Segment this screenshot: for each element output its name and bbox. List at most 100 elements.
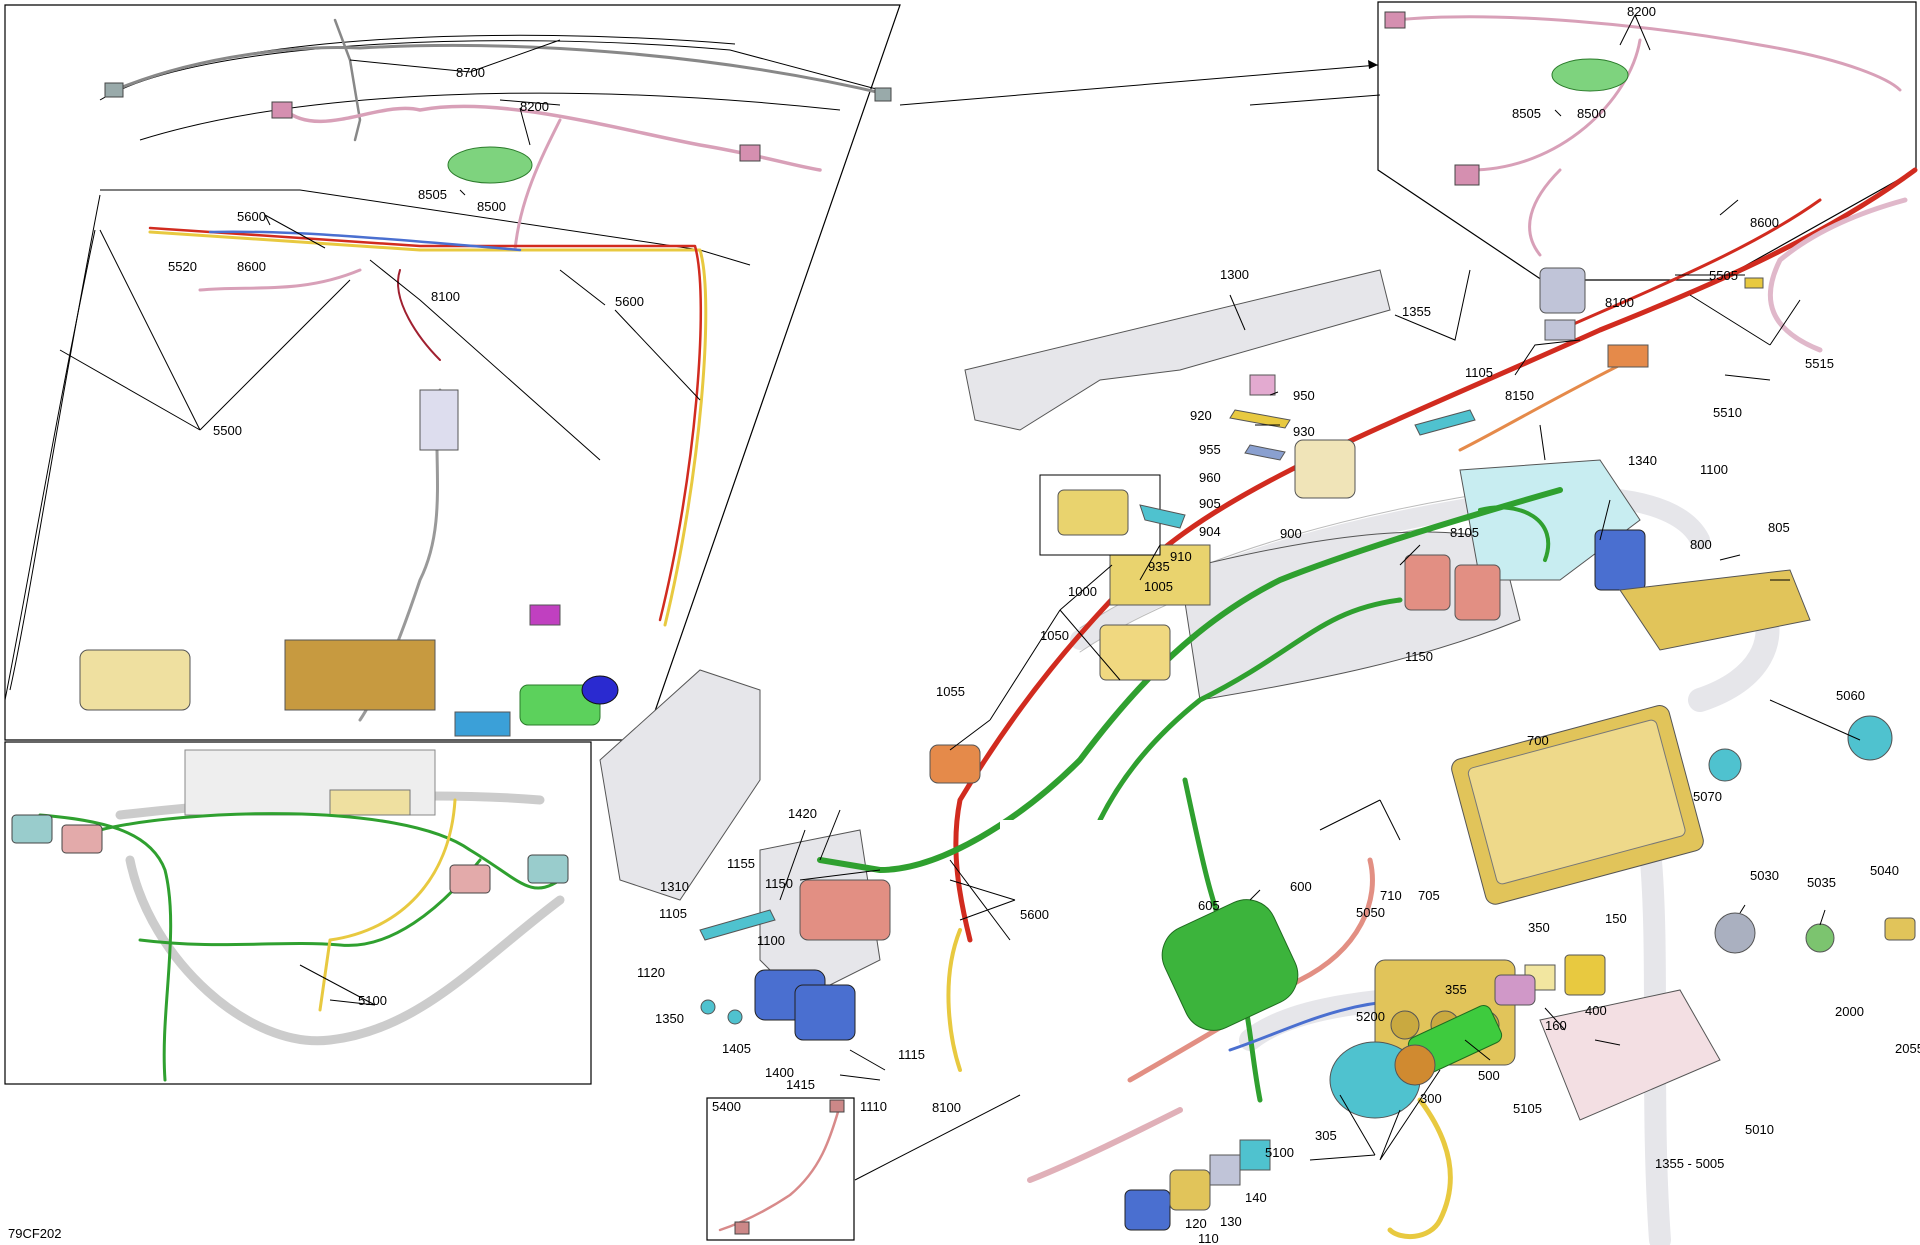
switch-350 (1494, 974, 1536, 1006)
callout-910: 910 (1170, 549, 1192, 564)
module-1055 (929, 744, 981, 784)
callout-900: 900 (1280, 526, 1302, 541)
connector (271, 101, 293, 119)
callout-710: 710 (1380, 888, 1402, 903)
module-green (519, 684, 601, 726)
callout-1310: 1310 (660, 879, 689, 894)
callout-1350: 1350 (655, 1011, 684, 1026)
callout-5040: 5040 (1870, 863, 1899, 878)
bracket-1105a (1414, 409, 1476, 436)
switch-5505 (1744, 277, 1764, 289)
callout-960: 960 (1199, 470, 1221, 485)
callout-1415: 1415 (786, 1077, 815, 1092)
callout-1105: 1105 (659, 906, 687, 921)
callout-705: 705 (1418, 888, 1440, 903)
dome-lamp-part (447, 146, 533, 184)
callout-8100: 8100 (431, 289, 460, 304)
callout-8500: 8500 (1577, 106, 1606, 121)
switch-130 (1209, 1154, 1241, 1186)
callout-110: 110 (1198, 1231, 1219, 1245)
callout-5520: 5520 (168, 259, 197, 274)
callout-5070: 5070 (1693, 789, 1722, 804)
callout-8505: 8505 (1512, 106, 1541, 121)
bracket-920 (1229, 409, 1291, 429)
callout-1340: 1340 (1628, 453, 1657, 468)
callout-1100: 1100 (1700, 462, 1728, 477)
part-950 (1249, 374, 1276, 396)
bracket-910 (1139, 504, 1186, 529)
callout-1405: 1405 (722, 1041, 751, 1056)
callout-5600: 5600 (237, 209, 266, 224)
callout-5500: 5500 (213, 423, 242, 438)
callout-5505: 5505 (1709, 268, 1738, 283)
connector (829, 1099, 845, 1113)
lamp-left-a (11, 814, 53, 844)
module-blue-round (581, 675, 619, 705)
callout-700: 700 (1527, 733, 1549, 748)
lamp-left-b (61, 824, 103, 854)
lower-harness-drawing (11, 749, 569, 1082)
callout-350: 350 (1528, 920, 1550, 935)
callout-1420: 1420 (788, 806, 817, 821)
bracket-1105b (699, 909, 776, 941)
callout-1355-5005: 1355 - 5005 (1655, 1156, 1724, 1171)
connector (734, 1221, 750, 1235)
callout-1300: 1300 (1220, 267, 1249, 282)
callout-1050: 1050 (1040, 628, 1069, 643)
relay-1150b (1454, 564, 1501, 621)
callout-955: 955 (1199, 442, 1221, 457)
callout-5100: 5100 (1265, 1145, 1294, 1160)
callout-904: 904 (1199, 524, 1221, 539)
module (419, 389, 459, 451)
socket-5060 (1847, 715, 1893, 761)
module-1050 (1099, 624, 1171, 681)
callout-5105: 5105 (1513, 1101, 1542, 1116)
switch-panel-2000 (1539, 989, 1721, 1121)
callout-5200: 5200 (1356, 1009, 1385, 1024)
callout-920: 920 (1190, 408, 1212, 423)
lower-harness-detail-frame (4, 741, 592, 1085)
callout-1100: 1100 (757, 933, 785, 948)
diagram-id: 79CF202 (8, 1226, 61, 1241)
callout-1055: 1055 (936, 684, 965, 699)
module (329, 789, 411, 816)
callout-1400: 1400 (765, 1065, 794, 1080)
callout-8700: 8700 (456, 65, 485, 80)
callout-950: 950 (1293, 388, 1315, 403)
lamp-right-a (527, 854, 569, 884)
connector (1454, 164, 1480, 186)
callout-8505: 8505 (418, 187, 447, 202)
dome-lamp-part (1551, 58, 1629, 92)
callout-1355: 1355 (1402, 304, 1431, 319)
module-blue (454, 711, 511, 737)
callout-800: 800 (1690, 537, 1712, 552)
callout-2000: 2000 (1835, 1004, 1864, 1019)
switch-110 (1124, 1189, 1171, 1231)
bracket-930 (1244, 444, 1286, 461)
connector (739, 144, 761, 162)
callout-300: 300 (1420, 1091, 1442, 1106)
callout-8200: 8200 (520, 99, 549, 114)
callout-5600: 5600 (615, 294, 644, 309)
roof-harness-detail-frame (4, 4, 901, 741)
inset-5400-drawing (718, 1094, 1021, 1235)
part-300 (1394, 1044, 1436, 1086)
callout-1005: 1005 (1144, 579, 1173, 594)
callout-1110: 1110 (860, 1099, 887, 1114)
ecu-800 (1619, 569, 1811, 651)
callout-130: 130 (1220, 1214, 1242, 1229)
relay-1100 (1594, 529, 1646, 591)
callout-1000: 1000 (1068, 584, 1097, 599)
callout-160: 160 (1545, 1018, 1567, 1033)
callout-5030: 5030 (1750, 868, 1779, 883)
orange-clip-8100 (1607, 344, 1649, 368)
callout-8100: 8100 (1605, 295, 1634, 310)
callout-1120: 1120 (637, 965, 665, 980)
relay-900 (1294, 439, 1356, 499)
grommet-1405 (727, 1009, 743, 1025)
callout-labels: 8700 8200 8505 8500 5600 5520 8600 8100 … (8, 4, 1920, 1245)
callout-140: 140 (1245, 1190, 1267, 1205)
callout-5010: 5010 (1745, 1122, 1774, 1137)
callout-5515: 5515 (1805, 356, 1834, 371)
relay-1150 (1404, 554, 1451, 611)
